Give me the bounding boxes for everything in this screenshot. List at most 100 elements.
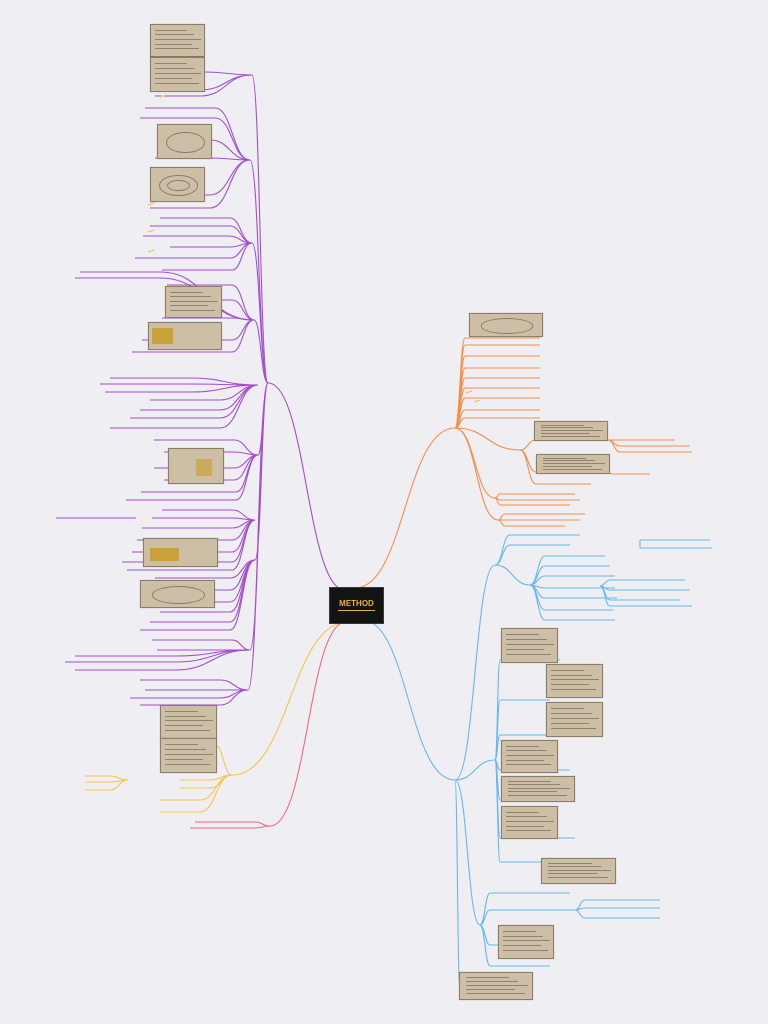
topic-node-121[interactable]	[190, 825, 271, 829]
topic-node-20[interactable]	[162, 317, 255, 321]
topic-node-104[interactable]	[479, 892, 570, 926]
topic-node-27[interactable]	[140, 384, 259, 411]
topic-node-86[interactable]	[529, 575, 615, 586]
topic-node-49[interactable]	[152, 639, 251, 651]
image-attachment[interactable]	[501, 806, 558, 839]
main-branch-red[interactable]	[269, 621, 347, 827]
topic-node-22[interactable]	[132, 319, 255, 353]
topic-node-118[interactable]	[85, 779, 129, 783]
topic-node-68[interactable]	[454, 417, 540, 429]
central-topic[interactable]: METHOD	[329, 587, 384, 624]
topic-node-74[interactable]	[607, 439, 692, 453]
image-attachment[interactable]	[143, 538, 218, 567]
topic-node-38[interactable]	[142, 519, 256, 529]
sub-branch-blue[interactable]	[454, 779, 481, 926]
topic-node-9[interactable]	[150, 159, 251, 209]
topic-node-99[interactable]	[494, 734, 600, 761]
image-attachment[interactable]	[160, 738, 217, 773]
topic-node-5[interactable]	[140, 117, 251, 161]
image-attachment[interactable]	[148, 322, 222, 350]
topic-node-81[interactable]	[497, 519, 565, 527]
topic-node-25[interactable]	[105, 384, 259, 393]
topic-node-12[interactable]	[143, 235, 253, 244]
topic-node-18[interactable]	[167, 284, 255, 321]
image-attachment[interactable]	[534, 421, 608, 441]
topic-node-64[interactable]	[454, 377, 540, 429]
topic-node-29[interactable]	[110, 384, 259, 429]
topic-node-42[interactable]	[127, 519, 256, 571]
image-attachment[interactable]	[140, 580, 215, 608]
sub-branch-blue[interactable]	[494, 564, 531, 586]
image-attachment[interactable]	[541, 858, 616, 884]
topic-node-119[interactable]	[85, 779, 129, 791]
topic-node-120[interactable]	[195, 821, 271, 827]
branch-yellow[interactable]	[85, 621, 349, 813]
topic-node-28[interactable]	[130, 384, 259, 419]
topic-node-54[interactable]	[140, 679, 249, 691]
main-branch-purple[interactable]	[267, 382, 346, 591]
image-attachment[interactable]	[469, 313, 543, 337]
image-attachment[interactable]	[160, 705, 217, 739]
image-attachment[interactable]	[150, 167, 205, 202]
main-branch-orange[interactable]	[354, 427, 456, 589]
topic-node-56[interactable]	[130, 689, 249, 699]
topic-node-92[interactable]	[639, 539, 712, 549]
topic-node-96[interactable]	[599, 585, 692, 607]
image-attachment[interactable]	[501, 628, 558, 663]
topic-node-105[interactable]	[479, 909, 575, 926]
main-branch-yellow[interactable]	[231, 621, 349, 776]
topic-node-71[interactable]	[519, 449, 591, 485]
sub-branch-blue[interactable]	[454, 564, 496, 781]
topic-node-78[interactable]	[494, 497, 570, 506]
topic-node-13[interactable]	[170, 242, 253, 248]
topic-node-53[interactable]	[75, 649, 251, 671]
topic-node-82[interactable]	[494, 534, 580, 566]
image-attachment[interactable]	[546, 702, 603, 737]
topic-node-61[interactable]	[454, 344, 540, 429]
topic-node-83[interactable]	[494, 544, 570, 566]
sub-branch-orange[interactable]	[454, 427, 499, 521]
image-attachment[interactable]	[501, 776, 575, 802]
image-attachment[interactable]	[536, 454, 610, 474]
topic-node-37[interactable]	[152, 517, 256, 521]
image-attachment[interactable]	[546, 664, 603, 698]
topic-node-77[interactable]	[494, 497, 580, 501]
sub-branch-blue[interactable]	[454, 759, 496, 781]
topic-node-60[interactable]	[454, 337, 540, 429]
topic-node-110[interactable]	[574, 909, 660, 919]
branch-orange[interactable]	[354, 337, 692, 589]
topic-node-11[interactable]	[150, 225, 253, 244]
topic-node-35[interactable]	[126, 454, 259, 501]
topic-node-15[interactable]	[162, 242, 253, 271]
image-attachment[interactable]	[150, 24, 205, 57]
image-attachment[interactable]	[498, 925, 554, 959]
sub-branch-purple[interactable]	[247, 382, 269, 691]
topic-node-103[interactable]	[494, 759, 560, 863]
image-attachment[interactable]	[168, 448, 224, 484]
image-attachment[interactable]	[150, 57, 205, 92]
topic-node-57[interactable]	[140, 689, 249, 706]
topic-node-90[interactable]	[529, 584, 615, 621]
sub-branch-purple[interactable]	[251, 242, 269, 384]
topic-node-24[interactable]	[100, 383, 259, 386]
sub-branch-purple[interactable]	[253, 319, 269, 384]
branch-red[interactable]	[190, 621, 347, 829]
sub-branch-purple[interactable]	[254, 382, 269, 561]
topic-node-48[interactable]	[140, 559, 256, 631]
image-attachment[interactable]	[459, 972, 533, 1000]
sub-branch-orange[interactable]	[454, 427, 521, 451]
topic-node-117[interactable]	[85, 775, 129, 781]
topic-node-107[interactable]	[479, 924, 550, 967]
topic-node-112[interactable]	[214, 744, 233, 776]
topic-node-116[interactable]	[160, 774, 233, 813]
topic-node-65[interactable]	[454, 387, 540, 429]
topic-node-84[interactable]	[529, 555, 605, 586]
topic-node-69[interactable]	[519, 439, 608, 451]
sub-branch-purple[interactable]	[251, 74, 269, 384]
topic-node-79[interactable]	[497, 513, 585, 521]
sub-branch-orange[interactable]	[454, 427, 496, 499]
image-attachment[interactable]	[157, 124, 212, 159]
topic-node-76[interactable]	[494, 493, 575, 499]
topic-node-67[interactable]	[454, 409, 540, 429]
